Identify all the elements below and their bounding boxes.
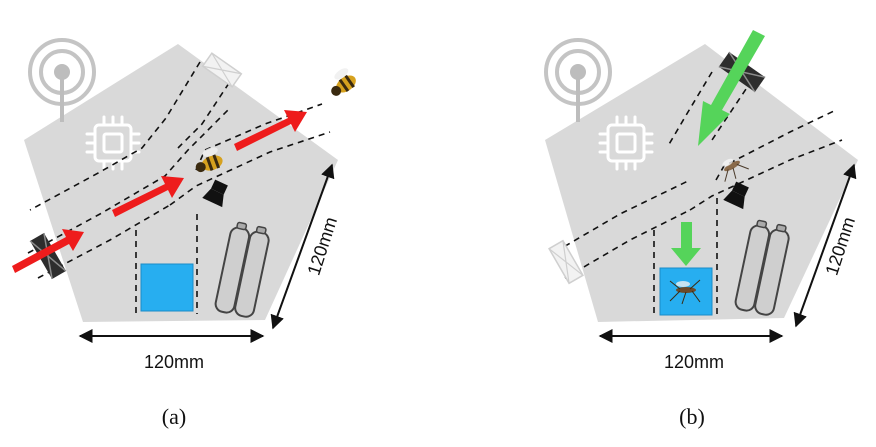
green-arrow-diagonal <box>698 30 765 146</box>
dimension-line-side <box>270 163 335 330</box>
red-arrow-3 <box>234 110 307 151</box>
dimension-label-bottom: 120mm <box>144 352 204 372</box>
caption-a: (a) <box>162 404 186 429</box>
camera-icon <box>723 181 749 210</box>
dimension-label-side: 120mm <box>304 215 342 278</box>
dimension-line-side <box>793 163 857 328</box>
bee-icon <box>195 147 223 173</box>
water-container <box>140 263 194 312</box>
outlet-fan-icon <box>201 52 243 88</box>
panel-a: 120mm 120mm (a) <box>12 38 356 429</box>
panel-b: 120mm 120mm (b) <box>544 30 859 429</box>
inlet-fan-icon <box>29 232 67 280</box>
green-arrow-down <box>671 222 701 266</box>
caption-b: (b) <box>679 404 705 429</box>
suction-arrows <box>671 30 765 266</box>
dimension-label-bottom: 120mm <box>664 352 724 372</box>
red-arrow-2 <box>112 176 184 217</box>
mosquito-icon <box>722 158 749 182</box>
mosquito-icon <box>669 279 701 305</box>
bee-icon <box>331 68 356 96</box>
inlet-fan-icon <box>548 239 584 285</box>
red-arrow-1 <box>12 229 84 273</box>
airflow-arrows <box>12 110 307 273</box>
camera-icon <box>202 179 228 208</box>
airflow-channel <box>554 71 843 314</box>
